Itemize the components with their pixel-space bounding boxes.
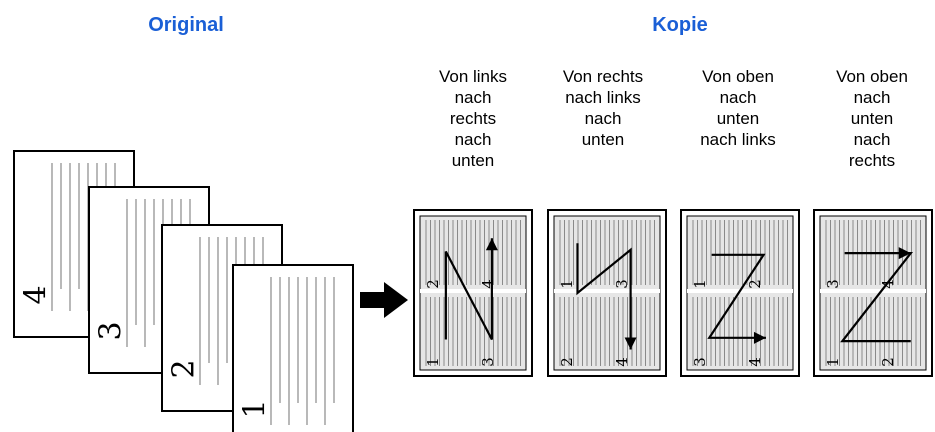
page-number: 4 [19, 285, 54, 304]
original-page: 1 [232, 264, 354, 432]
page-sheet [232, 264, 354, 432]
caption-line: nach links [565, 88, 641, 107]
caption-line: Von oben [836, 67, 908, 86]
page-number: 4 [613, 357, 631, 367]
page-number: 1 [824, 357, 842, 367]
page-number: 3 [479, 357, 497, 367]
caption-line: Von links [438, 67, 508, 86]
page-number: 2 [558, 357, 576, 367]
page-number: 1 [424, 357, 442, 367]
page-number: 3 [94, 321, 129, 340]
caption-line: nach [719, 88, 757, 107]
copy-layout-panel: 1 2 3 4 [680, 209, 800, 377]
layout-caption-3: Von oben nach unten nach links [683, 66, 793, 150]
arrowhead-icon [898, 247, 911, 260]
page-number: 2 [424, 279, 442, 289]
page-number: 2 [167, 359, 202, 378]
caption-line: Von rechts [562, 67, 644, 86]
page-number: 4 [746, 357, 764, 367]
copy-layout-panel: 1 3 2 4 [547, 209, 667, 377]
caption-line: nach [454, 130, 492, 149]
page-number: 1 [558, 279, 576, 289]
layout-caption-4: Von oben nach unten nach rechts [817, 66, 927, 171]
arrowhead-icon [753, 331, 766, 344]
page-number: 1 [238, 399, 273, 418]
copy-layout-panel: 2 4 1 3 [413, 209, 533, 377]
copy-heading: Kopie [652, 14, 708, 36]
caption-line: unten [850, 109, 894, 128]
caption-line: rechts [449, 109, 497, 128]
caption-line: nach [454, 88, 492, 107]
page-number: 1 [691, 279, 709, 289]
page-number: 3 [691, 357, 709, 367]
arrowhead-icon [485, 238, 498, 251]
layout-caption-2: Von rechts nach links nach unten [548, 66, 658, 150]
caption-line: nach links [700, 130, 776, 149]
layout-caption-1: Von links nach rechts nach unten [418, 66, 528, 171]
page-number: 4 [479, 279, 497, 289]
page-number: 2 [746, 279, 764, 289]
arrowhead-icon [624, 337, 637, 350]
original-pages-stack: 4 3 2 1 [13, 150, 354, 432]
caption-line: nach [584, 109, 622, 128]
caption-line: Von oben [702, 67, 774, 86]
order-path [444, 238, 493, 340]
caption-line: unten [581, 130, 625, 149]
original-heading: Original [148, 14, 224, 36]
page-number: 2 [879, 357, 897, 367]
caption-line: rechts [848, 151, 896, 170]
caption-line: unten [451, 151, 495, 170]
page-number: 3 [613, 279, 631, 289]
caption-line: nach [853, 88, 891, 107]
arrow-right-icon [360, 282, 408, 318]
order-path [840, 252, 914, 343]
caption-line: nach [853, 130, 891, 149]
page-number: 3 [824, 279, 842, 289]
order-path [707, 253, 766, 339]
caption-line: unten [716, 109, 760, 128]
order-path [576, 243, 632, 350]
